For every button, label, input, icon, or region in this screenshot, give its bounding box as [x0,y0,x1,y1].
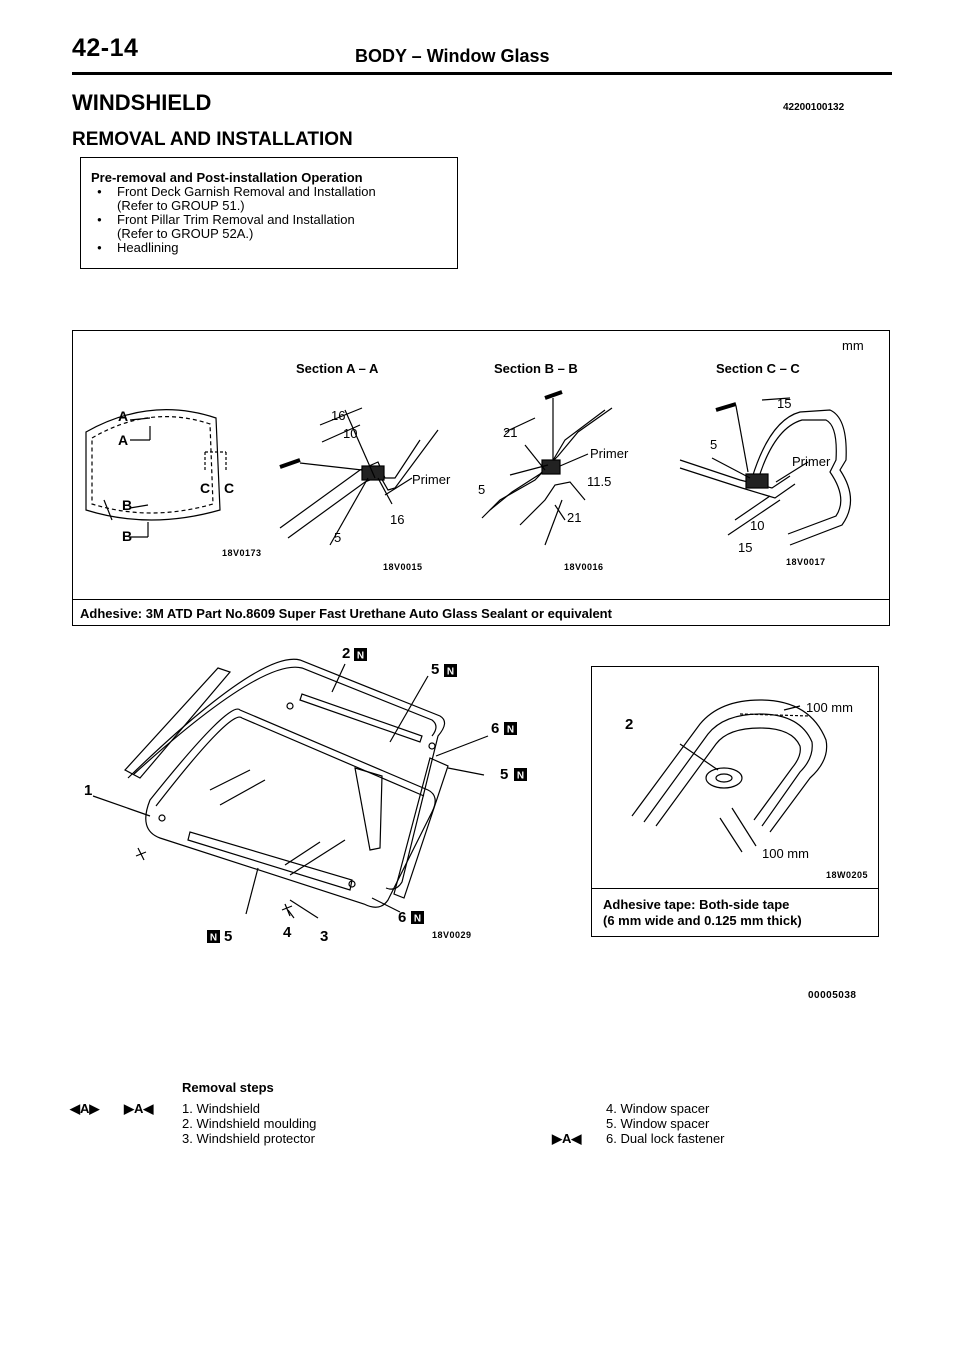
pre-removal-item: Headlining [91,241,457,256]
figure-id: 18V0029 [432,930,472,940]
pre-removal-item: Front Deck Garnish Removal and Installat… [91,185,457,200]
section-c-drawing [679,397,852,546]
removal-step: 6. Dual lock fastener [606,1131,725,1146]
dimension-label: 16 [390,512,405,527]
removal-step: 3. Windshield protector [182,1131,315,1146]
callout-windshield: 1 [84,782,93,799]
page-header-title: BODY – Window Glass [355,46,550,66]
tape-caption-line2: (6 mm wide and 0.125 mm thick) [603,913,802,928]
primer-label: Primer [412,472,451,487]
callout-protector: 3 [320,928,329,945]
tape-drawing [631,699,828,853]
callout-spacer: 5 [224,928,233,945]
section-b-label: Section B – B [494,361,578,376]
service-point-marker: ◀A▶ [70,1101,100,1116]
overview-label-b: B [122,497,133,513]
callout-spacer-4: 4 [283,924,292,941]
dimension-label: 16 [331,408,346,423]
new-part-glyph: N [447,667,454,678]
pre-removal-title: Pre-removal and Post-installation Operat… [91,170,363,185]
new-part-glyph: N [517,771,524,782]
figure-id: 18V0015 [383,562,423,572]
removal-steps-title: Removal steps [182,1080,274,1095]
figure-id: 18V0017 [786,557,826,567]
removal-steps-left: 1. Windshield 2. Windshield moulding 3. … [182,1101,316,1146]
pre-removal-subnote: (Refer to GROUP 51.) [117,198,245,213]
header-rule [72,72,892,75]
removal-steps-right: 4. Window spacer 5. Window spacer 6. Dua… [606,1101,725,1146]
windshield-exploded-drawing [92,658,489,919]
service-point-marker: ▶A◀ [552,1131,582,1146]
document-id: 42200100132 [783,102,845,113]
new-part-glyph: N [210,933,217,944]
overview-label-c: C [200,480,211,496]
section-b-drawing [481,390,613,546]
callout-fastener: 6 [491,720,500,737]
section-subtitle: REMOVAL AND INSTALLATION [72,129,353,150]
section-title: WINDSHIELD [72,90,212,115]
windshield-overview-drawing [85,409,227,538]
adhesive-note: Adhesive: 3M ATD Part No.8609 Super Fast… [72,599,890,626]
removal-step: 4. Window spacer [606,1101,710,1116]
callout-spacer: 5 [431,661,440,678]
section-a-label: Section A – A [296,361,379,376]
dimension-label: 21 [503,425,518,440]
removal-step: 5. Window spacer [606,1116,710,1131]
service-point-marker: ▶A◀ [124,1101,154,1116]
figure-id: 18W0205 [826,870,869,880]
overview-label-b: B [122,528,133,544]
dimension-label: 11.5 [587,474,612,489]
dimension-label: 21 [567,510,582,525]
primer-label: Primer [792,454,831,469]
dimension-label: 5 [710,437,718,452]
removal-step: 2. Windshield moulding [182,1116,317,1131]
dimension-label: 100 mm [806,700,853,715]
pre-removal-item: Front Pillar Trim Removal and Installati… [91,213,457,228]
callout-spacer: 5 [500,766,509,783]
unit-label: mm [842,338,864,353]
section-a-drawing [279,407,439,546]
overview-label-a: A [118,408,129,424]
new-part-glyph: N [357,651,364,662]
tape-figure-box [591,666,879,937]
figure-code: 00005038 [808,990,857,1001]
new-part-glyph: N [414,914,421,925]
page-number: 42-14 [72,34,139,62]
overview-label-a: A [118,432,129,448]
section-c-label: Section C – C [716,361,800,376]
dimension-label: 100 mm [762,846,809,861]
callout-fastener: 6 [398,909,407,926]
pre-removal-box: Pre-removal and Post-installation Operat… [80,157,458,269]
pre-removal-subnote: (Refer to GROUP 52A.) [117,226,254,241]
new-part-glyph: N [507,725,514,736]
dimension-label: 15 [777,396,792,411]
callout-moulding: 2 [625,716,634,733]
dimension-label: 5 [334,530,342,545]
overview-label-c: C [224,480,235,496]
dimension-label: 15 [738,540,753,555]
removal-step: 1. Windshield [182,1101,261,1116]
figure-id: 18V0173 [222,548,262,558]
dimension-label: 5 [478,482,486,497]
figure-id: 18V0016 [564,562,604,572]
primer-label: Primer [590,446,629,461]
section-figure-box [72,330,890,626]
new-part-markers: N N N N N N [207,648,527,944]
tape-caption: Adhesive tape: Both-side tape (6 mm wide… [591,888,879,937]
dimension-label: 10 [750,518,765,533]
dimension-label: 10 [343,426,358,441]
callout-moulding: 2 [342,645,351,662]
tape-caption-line1: Adhesive tape: Both-side tape [603,897,790,912]
